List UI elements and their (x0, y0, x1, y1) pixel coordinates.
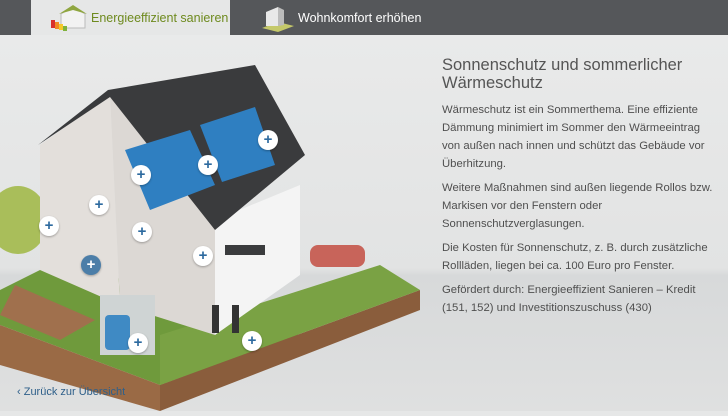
comfort-house-icon (262, 7, 294, 32)
hotspot-windows[interactable]: + (89, 195, 109, 215)
tab-wohnkomfort-erhoehen[interactable]: Wohnkomfort erhöhen (258, 0, 438, 35)
back-to-overview-link[interactable]: ‹ Zurück zur Übersicht (17, 386, 126, 398)
panel-paragraph: Weitere Maßnahmen sind außen liegende Ro… (442, 182, 713, 230)
panel-paragraph: Wärmeschutz ist ein Sommerthema. Eine ef… (442, 104, 705, 170)
hotspot-sun-protection[interactable]: + (81, 255, 101, 275)
house-scene: + + + + + + + + + + (0, 35, 728, 411)
hotspot-bathroom[interactable]: + (193, 246, 213, 266)
hotspot-facade[interactable]: + (39, 216, 59, 236)
tab-label: Energieeffizient sanieren (91, 10, 229, 25)
hotspot-consultation[interactable]: + (242, 331, 262, 351)
hotspot-ventilation[interactable]: + (132, 222, 152, 242)
panel-paragraph: Die Kosten für Sonnenschutz, z. B. durch… (442, 242, 708, 272)
house-illustration (0, 65, 420, 411)
hotspot-solar-thermal[interactable]: + (258, 130, 278, 150)
hotspot-photovoltaic[interactable]: + (198, 155, 218, 175)
energy-house-icon (51, 5, 87, 31)
info-panel: Sonnenschutz und sommerlicher Wärmeschut… (442, 56, 714, 323)
panel-paragraph: Gefördert durch: Energieeffizient Sanier… (442, 284, 696, 314)
tab-energieeffizient-sanieren[interactable]: Energieeffizient sanieren (31, 0, 230, 35)
hotspot-heating[interactable]: + (128, 333, 148, 353)
top-navigation: Energieeffizient sanieren Wohnkomfort er… (0, 0, 728, 35)
hotspot-roof-insulation[interactable]: + (131, 165, 151, 185)
panel-title: Sonnenschutz und sommerlicher Wärmeschut… (442, 56, 683, 92)
tab-label: Wohnkomfort erhöhen (298, 10, 422, 25)
